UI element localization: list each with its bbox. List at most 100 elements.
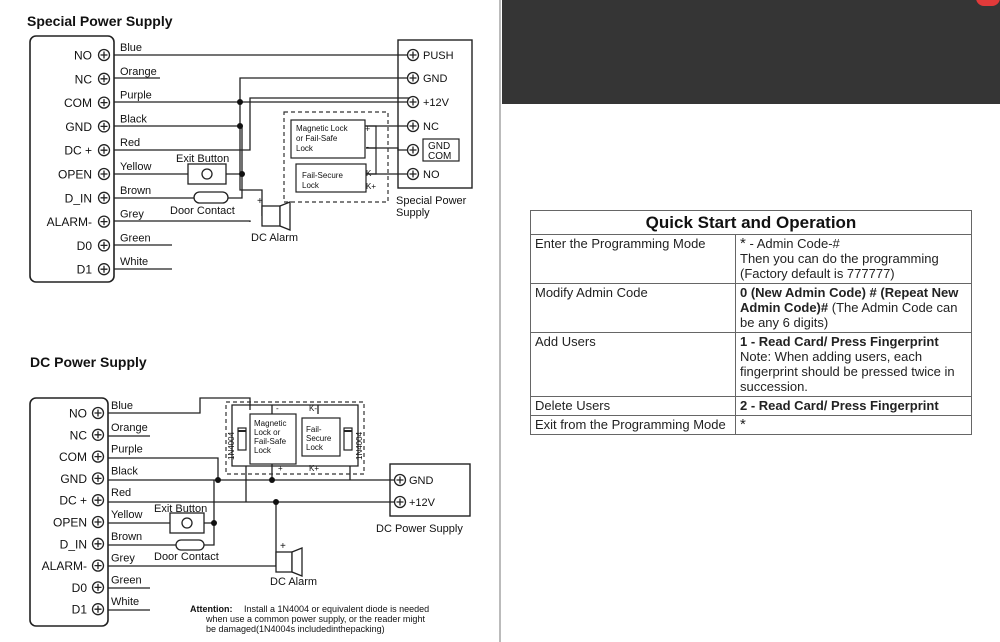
special-terminal-screw-cross [100, 218, 108, 226]
special-terminal-screw-cross [100, 146, 108, 154]
dc-terminal-screw-cross [94, 562, 102, 570]
special-terminal-screw-cross [100, 241, 108, 249]
dc-dc-alarm-horn [291, 547, 303, 577]
add-note: Note: When adding users, each fingerprin… [740, 349, 955, 394]
dc-diode-right-label: 1N4004 [355, 431, 364, 460]
special-door-contact-label: Door Contact [170, 205, 235, 217]
dc-reader-box [29, 397, 109, 627]
dc-wire-label: Black [111, 465, 138, 477]
special-terminal-screw-cross [100, 122, 108, 130]
dc-terminal-screw-cross [94, 431, 102, 439]
special-wire-label: Brown [120, 185, 151, 197]
special-psu-screw-cross [409, 98, 417, 106]
special-psu-screw-cross [409, 146, 417, 154]
special-lock-group [283, 111, 389, 203]
special-terminal-screw-cross [100, 194, 108, 202]
special-terminal-screw-cross [100, 170, 108, 178]
special-terminal-screw-cross [100, 265, 108, 273]
table-row-modify: Modify Admin Code 0 (New Admin Code) # (… [530, 283, 972, 333]
dc-mag-lock-minus: - [276, 404, 279, 413]
quick-start-table: Quick Start and Operation Enter the Prog… [530, 210, 972, 435]
dc-terminal-screw-cross [94, 496, 102, 504]
dc-mag-lock-text-4: Lock [254, 446, 272, 455]
special-mag-lock-plus: + [365, 124, 370, 134]
dc-attention-line-2: when use a common power supply, or the r… [205, 614, 425, 624]
dc-door-contact-label: Door Contact [154, 551, 219, 563]
enter-star: * [740, 235, 746, 252]
dc-mag-lock-plus: + [278, 464, 283, 473]
dc-terminal-label: GND [60, 472, 87, 486]
modify-bold: 0 (New Admin Code) # (Repeat New Admin C… [740, 285, 959, 315]
table-row-enter: Enter the Programming Mode * - Admin Cod… [530, 234, 972, 284]
special-terminal-label: DC + [64, 144, 92, 158]
dc-wire-label: Orange [111, 422, 148, 434]
special-dc-alarm-horn [279, 201, 291, 231]
dc-fail-secure-text-1: Fail- [306, 425, 322, 434]
modify-cell: 0 (New Admin Code) # (Repeat New Admin C… [735, 283, 972, 333]
dc-terminal-label: D1 [72, 603, 88, 617]
dc-terminal-label: D_IN [60, 537, 87, 551]
special-exit-button-label: Exit Button [176, 153, 229, 165]
dc-terminal-label: DC + [59, 494, 87, 508]
special-terminal-label: D1 [77, 263, 93, 277]
dc-terminal-screw-cross [94, 409, 102, 417]
special-mag-lock-text-1: Magnetic Lock [296, 124, 349, 133]
special-terminal-label: GND [65, 120, 92, 134]
special-psu-screw-cross [409, 122, 417, 130]
special-title: Special Power Supply [27, 13, 173, 29]
dc-terminal-screw-cross [94, 474, 102, 482]
special-door-contact [193, 191, 229, 204]
enter-cell: * - Admin Code-# Then you can do the pro… [735, 234, 972, 284]
special-wire-label: Grey [120, 209, 144, 221]
dc-mag-lock-text-3: Fail-Safe [254, 437, 287, 446]
special-psu-label-2: Supply [396, 207, 430, 219]
special-dc-alarm-plus: + [257, 196, 263, 207]
corner-mark [976, 0, 1000, 6]
special-exit-button [187, 163, 227, 185]
special-psu-terminal-label: PUSH [423, 50, 454, 62]
special-wire-label: White [120, 256, 148, 268]
special-mag-lock-text-3: Lock [296, 144, 314, 153]
table-title: Quick Start and Operation [530, 210, 972, 235]
special-gnd-com-box [422, 138, 460, 162]
special-fail-secure-text-1: Fail-Secure [302, 171, 343, 180]
special-psu-terminal-label: NO [423, 169, 440, 181]
enter-value: - Admin Code-# [749, 236, 840, 251]
dc-wire-label: Brown [111, 531, 142, 543]
special-terminal-label: ALARM- [47, 215, 92, 229]
special-psu-terminal-label: GND [423, 73, 448, 85]
delete-label: Delete Users [530, 396, 736, 416]
exit-cell: * [735, 415, 972, 435]
dc-terminal-label: D0 [72, 581, 88, 595]
dc-wire-label: Blue [111, 400, 133, 412]
special-magnetic-lock [290, 119, 366, 159]
special-wire-label: Yellow [120, 161, 151, 173]
special-reader-box [29, 35, 115, 283]
special-terminal-label: NC [75, 72, 93, 86]
special-wire-label: Green [120, 232, 151, 244]
dc-psu-terminals: GND+12V [393, 473, 436, 509]
exit-star: * [740, 416, 746, 433]
dc-diode-left [237, 427, 247, 451]
special-terminal-screw-cross [100, 75, 108, 83]
special-gnd-label: GND [428, 141, 450, 152]
dc-terminal-screw-cross [94, 583, 102, 591]
dc-terminal-screw-cross [94, 540, 102, 548]
dc-terminal-label: OPEN [53, 516, 87, 530]
modify-note: (The Admin Code can be any 6 digits) [740, 300, 958, 330]
dc-psu-screw-cross [396, 476, 404, 484]
dc-wire-label: Red [111, 487, 131, 499]
special-com-label: COM [428, 151, 451, 162]
dc-attention-line-3: be damaged(1N4004s includedinthepacking) [206, 624, 385, 634]
modify-label: Modify Admin Code [530, 283, 736, 333]
special-psu-screw-cross [409, 170, 417, 178]
special-psu-screw-cross [409, 74, 417, 82]
dc-fail-secure-kplus: K+ [309, 464, 319, 473]
dc-exit-button [169, 512, 205, 534]
table-row-delete: Delete Users 2 - Read Card/ Press Finger… [530, 396, 972, 416]
dc-terminal-label: COM [59, 450, 87, 464]
dc-junctions [211, 477, 279, 526]
